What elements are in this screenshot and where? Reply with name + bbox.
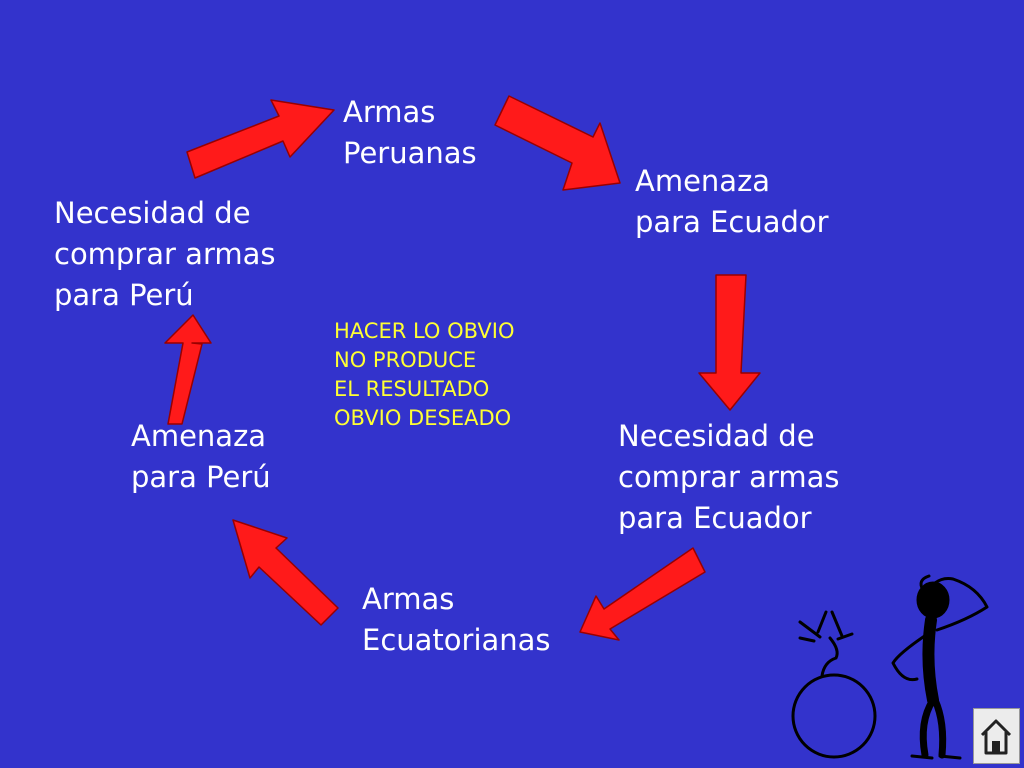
node-armas-peruanas: Armas Peruanas: [343, 95, 477, 170]
node-necesidad-ecuador: Necesidad de comprar armas para Ecuador: [618, 419, 840, 535]
node-amenaza-ecuador: Amenaza para Ecuador: [635, 164, 829, 239]
node-amenaza-peru: Amenaza para Perú: [131, 419, 271, 494]
arrow-to-necesidad-peru: [164, 314, 212, 425]
node-necesidad-peru: Necesidad de comprar armas para Perú: [54, 196, 276, 312]
arrow-to-amenaza-peru: [232, 519, 339, 626]
arrow-to-armas-peruanas: [186, 99, 335, 179]
node-armas-ecuatorianas: Armas Ecuatorianas: [362, 582, 551, 657]
home-button[interactable]: [973, 708, 1020, 764]
arrow-to-amenaza-ecuador: [494, 95, 621, 191]
arrow-to-armas-ecuatorianas: [579, 547, 706, 641]
arrow-to-necesidad-ecuador: [698, 274, 761, 411]
center-note: HACER LO OBVIO NO PRODUCE EL RESULTADO O…: [334, 319, 515, 430]
home-icon: [980, 719, 1012, 755]
